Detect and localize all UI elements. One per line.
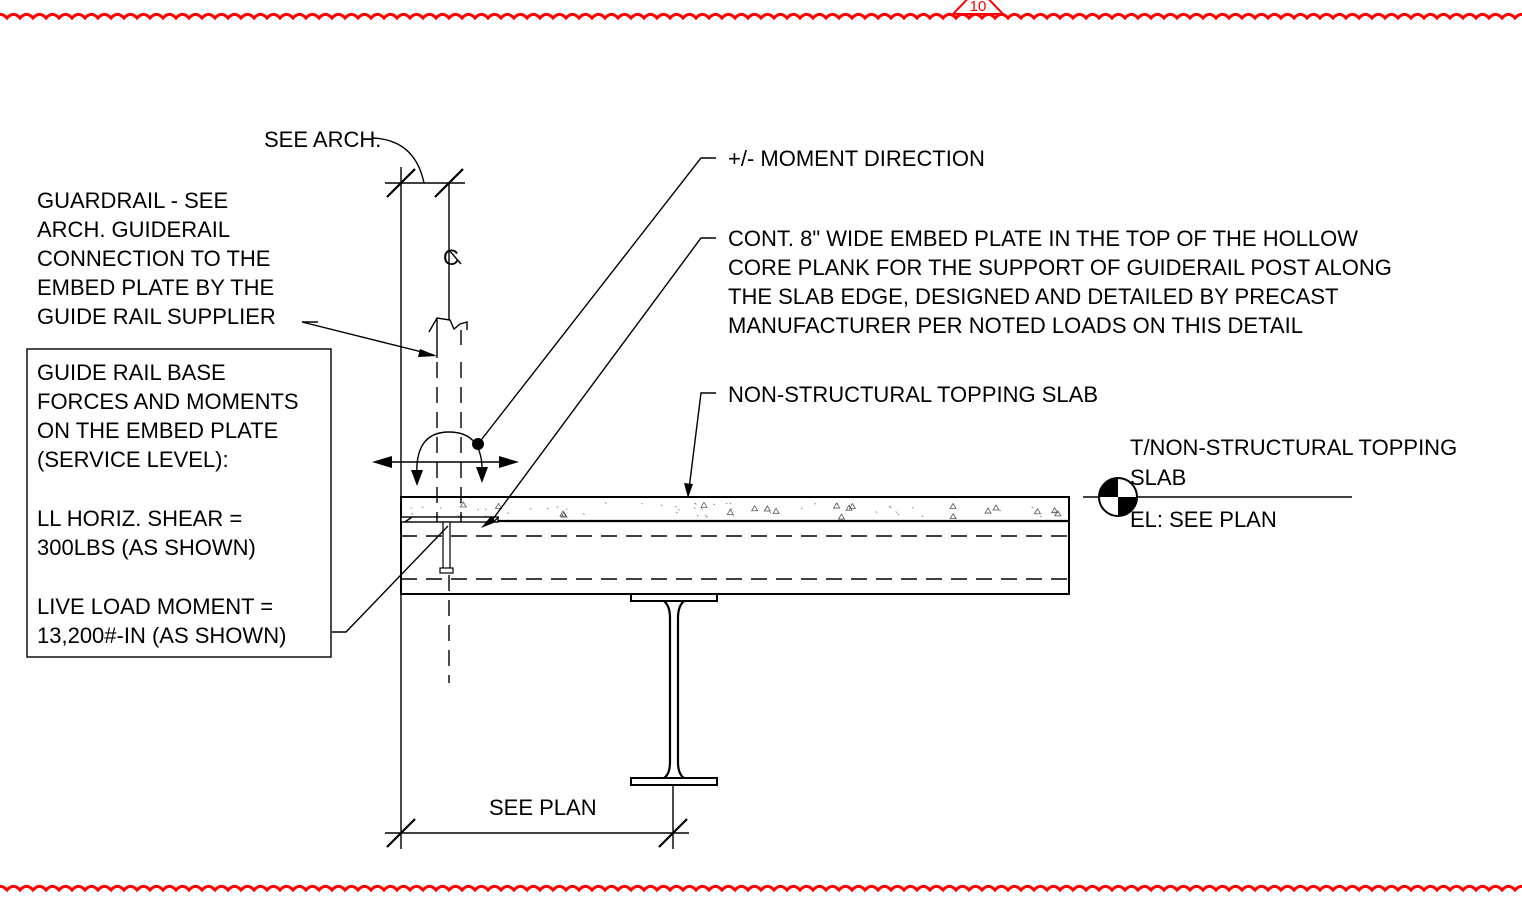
see-arch-label: SEE ARCH. [264,127,381,152]
load-box-heading-2: FORCES AND MOMENTS [37,389,299,414]
elevation-marker: T/NON-STRUCTURAL TOPPING SLAB EL: SEE PL… [1083,435,1457,532]
elevation-title-line-2: SLAB [1130,465,1186,490]
guardrail-note-line-4: EMBED PLATE BY THE [37,275,274,300]
guardrail-note: GUARDRAIL - SEE ARCH. GUIDERAIL CONNECTI… [37,188,276,329]
load-box-heading-3: ON THE EMBED PLATE [37,418,278,443]
revision-cloud-top [0,12,1522,21]
embed-plate [400,516,500,574]
load-box-shear-1: LL HORIZ. SHEAR = [37,506,242,531]
load-box-moment-2: 13,200#-IN (AS SHOWN) [37,623,286,648]
leaders [301,157,716,633]
load-box: GUIDE RAIL BASE FORCES AND MOMENTS ON TH… [26,348,332,658]
guardrail-note-line-3: CONNECTION TO THE [37,246,270,271]
guardrail-note-line-1: GUARDRAIL - SEE [37,188,228,213]
load-box-heading-1: GUIDE RAIL BASE [37,360,226,385]
load-box-shear-2: 300LBS (AS SHOWN) [37,535,256,560]
elevation-value: EL: SEE PLAN [1130,507,1277,532]
slab-section [400,496,1070,595]
embed-plate-note: CONT. 8" WIDE EMBED PLATE IN THE TOP OF … [728,226,1392,338]
embed-note-line-1: CONT. 8" WIDE EMBED PLATE IN THE TOP OF … [728,226,1358,251]
moment-direction-label: +/- MOMENT DIRECTION [728,146,985,171]
dimension-see-arch: SEE ARCH. [264,127,465,497]
dimension-see-plan: SEE PLAN [385,594,689,849]
revision-cloud-bottom [0,884,1522,893]
load-arrows [372,431,519,486]
see-plan-label: SEE PLAN [489,795,597,820]
load-box-moment-1: LIVE LOAD MOMENT = [37,594,273,619]
steel-beam [630,593,718,786]
topping-slab-label: NON-STRUCTURAL TOPPING SLAB [728,382,1098,407]
guardrail-note-line-5: GUIDE RAIL SUPPLIER [37,304,276,329]
embed-note-line-3: THE SLAB EDGE, DESIGNED AND DETAILED BY … [728,284,1338,309]
guardrail-post [428,317,468,522]
revision-number: 10 [970,0,987,15]
revision-delta: 10 [950,0,1006,15]
embed-note-line-4: MANUFACTURER PER NOTED LOADS ON THIS DET… [728,313,1303,338]
centerline-symbol: C [443,245,459,270]
embed-note-line-2: CORE PLANK FOR THE SUPPORT OF GUIDERAIL … [728,255,1392,280]
centerline: C [443,183,462,683]
elevation-title-line-1: T/NON-STRUCTURAL TOPPING [1130,435,1457,460]
load-box-heading-4: (SERVICE LEVEL): [37,447,229,472]
guardrail-note-line-2: ARCH. GUIDERAIL [37,217,230,242]
